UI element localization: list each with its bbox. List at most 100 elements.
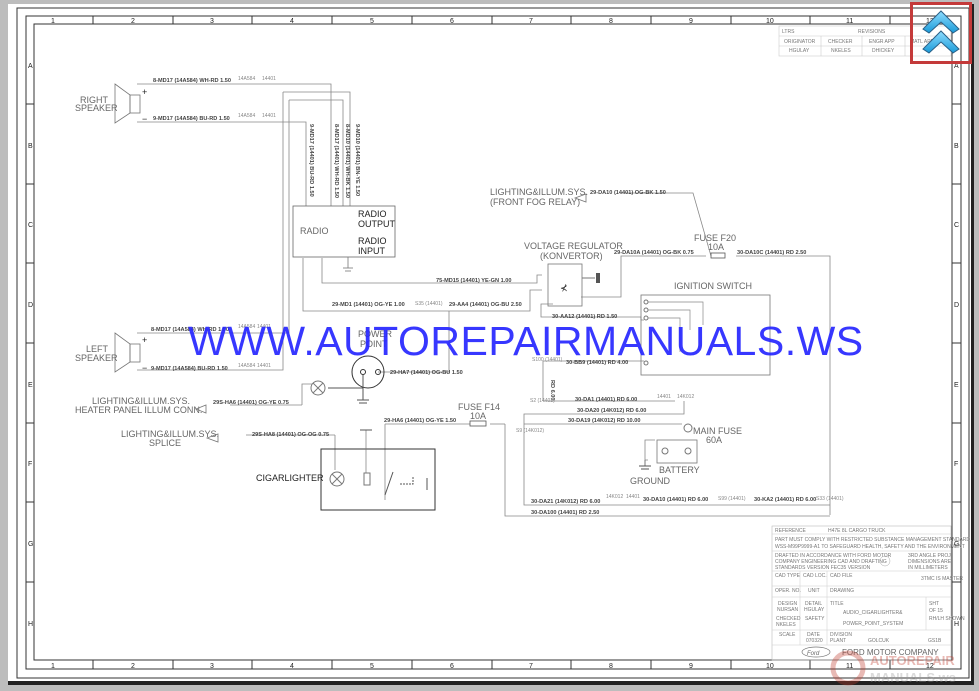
svg-text:FUSE F14: FUSE F14 — [458, 402, 500, 412]
svg-text:10A: 10A — [470, 411, 486, 421]
svg-text:7: 7 — [529, 663, 533, 670]
svg-text:LTRS: LTRS — [782, 29, 795, 35]
svg-text:30-KA2 (14401) RD 6.00: 30-KA2 (14401) RD 6.00 — [754, 497, 816, 503]
svg-text:IGNITION SWITCH: IGNITION SWITCH — [674, 281, 752, 291]
svg-text:14A584: 14A584 — [238, 363, 255, 369]
svg-text:9-MD17 (14A584) BU-RD 1.50: 9-MD17 (14A584) BU-RD 1.50 — [151, 366, 228, 372]
svg-text:F: F — [28, 461, 32, 468]
svg-text:COMPANY ENGINEERING CAD AND DR: COMPANY ENGINEERING CAD AND DRAFTING — [775, 559, 887, 565]
svg-text:10: 10 — [766, 18, 774, 25]
svg-text:PLANT: PLANT — [830, 638, 846, 644]
svg-text:H: H — [28, 621, 33, 628]
right-speaker: + − — [114, 83, 147, 124]
power-point — [310, 355, 385, 404]
svg-text:ENGR APP: ENGR APP — [869, 39, 895, 45]
svg-text:6: 6 — [450, 663, 454, 670]
svg-text:CAD TYPE: CAD TYPE — [775, 573, 801, 579]
svg-text:60A: 60A — [706, 435, 722, 445]
radio: RADIO RADIO OUTPUT RADIO INPUT — [292, 205, 396, 272]
voltage-regulator: VOLTAGE REGULATOR (KONVERTOR) ⊀ — [524, 241, 623, 307]
svg-text:1: 1 — [51, 663, 55, 670]
svg-text:A: A — [28, 63, 33, 70]
svg-text:F: F — [954, 461, 958, 468]
svg-text:14K012: 14K012 — [606, 494, 623, 500]
scroll-to-top-button[interactable] — [910, 2, 972, 64]
svg-text:SCALE: SCALE — [779, 632, 796, 638]
svg-text:8: 8 — [609, 18, 613, 25]
svg-text:HGULAY: HGULAY — [789, 48, 810, 54]
svg-text:14401: 14401 — [657, 394, 671, 400]
svg-text:14K012: 14K012 — [677, 394, 694, 400]
svg-text:IN MILLIMETERS: IN MILLIMETERS — [908, 565, 948, 571]
right-speaker-label-2: SPEAKER — [75, 103, 118, 113]
svg-text:G: G — [954, 541, 959, 548]
svg-text:D: D — [28, 302, 33, 309]
svg-text:3: 3 — [210, 663, 214, 670]
svg-text:8-MD17 (14401) WH-RD 1.50: 8-MD17 (14401) WH-RD 1.50 — [333, 124, 339, 198]
svg-text:30-DA21 (14K012) RD 6.00: 30-DA21 (14K012) RD 6.00 — [531, 499, 600, 505]
svg-text:AUDIO_CIGARLIGHTER&: AUDIO_CIGARLIGHTER& — [843, 610, 903, 616]
svg-text:14401: 14401 — [257, 324, 271, 330]
svg-text:LIGHTING&ILLUM.SYS.: LIGHTING&ILLUM.SYS. — [490, 187, 588, 197]
ignition-switch: IGNITION SWITCH — [640, 281, 771, 376]
svg-text:30-DA10C (14401) RD 2.50: 30-DA10C (14401) RD 2.50 — [737, 250, 806, 256]
svg-text:DRAWING: DRAWING — [830, 588, 854, 594]
grid-columns — [26, 16, 961, 669]
corner-watermark-logo: AUTOREPAIR MANUALS.ws — [830, 650, 956, 686]
svg-text:SAFETY: SAFETY — [805, 616, 825, 622]
title-block: REFERENCE H47E 8L CARGO TRUCK PART MUST … — [771, 525, 970, 661]
svg-text:RD 6.00: RD 6.00 — [549, 380, 555, 401]
wire-label: 8-MD17 (14A584) WH-RD 1.50 — [153, 78, 231, 84]
svg-text:9: 9 — [689, 663, 693, 670]
svg-text:6: 6 — [450, 18, 454, 25]
svg-text:TITLE: TITLE — [830, 601, 844, 607]
svg-text:8-MD17 (14A584) WH-RD 1.50: 8-MD17 (14A584) WH-RD 1.50 — [151, 327, 229, 333]
svg-text:070320: 070320 — [806, 638, 823, 644]
svg-text:DIVISION: DIVISION — [830, 632, 852, 638]
svg-text:H47E 8L CARGO TRUCK: H47E 8L CARGO TRUCK — [828, 528, 886, 534]
right-speaker-label-1: RIGHT — [80, 95, 109, 105]
svg-text:CHECKER: CHECKER — [828, 39, 853, 45]
svg-text:4: 4 — [290, 663, 294, 670]
svg-text:RADIO: RADIO — [300, 226, 329, 236]
radio-vertical-wires: 9-MD17 (14401) BU-RD 1.50 8-MD17 (14401)… — [308, 124, 360, 198]
svg-text:14401: 14401 — [626, 494, 640, 500]
svg-text:C: C — [954, 222, 959, 229]
svg-text:S100 (14401): S100 (14401) — [532, 357, 563, 363]
svg-text:29S-HA6 (14401) OG-YE 0.75: 29S-HA6 (14401) OG-YE 0.75 — [213, 400, 289, 406]
svg-text:HGULAY: HGULAY — [804, 607, 825, 613]
svg-text:(KONVERTOR): (KONVERTOR) — [540, 251, 603, 261]
left-speaker-label-2: SPEAKER — [75, 353, 118, 363]
svg-text:3: 3 — [210, 18, 214, 25]
svg-text:NKELES: NKELES — [776, 622, 796, 628]
svg-text:MANUALS.ws: MANUALS.ws — [870, 670, 956, 685]
svg-text:10: 10 — [766, 663, 774, 670]
svg-text:7: 7 — [529, 18, 533, 25]
svg-text:CIGARLIGHTER: CIGARLIGHTER — [256, 473, 324, 483]
svg-text:MATL APP: MATL APP — [910, 39, 935, 45]
svg-text:14A584: 14A584 — [238, 324, 255, 330]
svg-text:CAD LOC.: CAD LOC. — [803, 573, 827, 579]
wires — [137, 83, 831, 517]
svg-text:POWER_POINT_SYSTEM: POWER_POINT_SYSTEM — [843, 621, 903, 627]
svg-text:+: + — [142, 335, 147, 345]
svg-text:10A: 10A — [708, 242, 724, 252]
svg-text:H: H — [954, 621, 959, 628]
svg-text:12: 12 — [926, 663, 934, 670]
svg-text:14401: 14401 — [257, 363, 271, 369]
left-speaker: + − — [114, 332, 147, 373]
fuse-f14: FUSE F14 10A — [458, 402, 500, 427]
svg-text:OUTPUT: OUTPUT — [358, 219, 396, 229]
svg-text:⊀: ⊀ — [560, 283, 568, 293]
svg-text:(FRONT FOG RELAY): (FRONT FOG RELAY) — [490, 197, 580, 207]
svg-text:REFERENCE: REFERENCE — [775, 528, 807, 534]
svg-text:29-HA6 (14401) OG-YE 1.50: 29-HA6 (14401) OG-YE 1.50 — [384, 418, 456, 424]
svg-text:OF 15: OF 15 — [929, 608, 943, 614]
svg-text:G: G — [28, 541, 33, 548]
svg-text:4: 4 — [290, 18, 294, 25]
svg-text:REVISIONS: REVISIONS — [858, 29, 886, 35]
svg-text:S2 (14401): S2 (14401) — [530, 398, 555, 404]
svg-text:9: 9 — [689, 18, 693, 25]
svg-text:30-DA20 (14K012) RD 6.00: 30-DA20 (14K012) RD 6.00 — [577, 408, 646, 414]
svg-text:8: 8 — [609, 663, 613, 670]
